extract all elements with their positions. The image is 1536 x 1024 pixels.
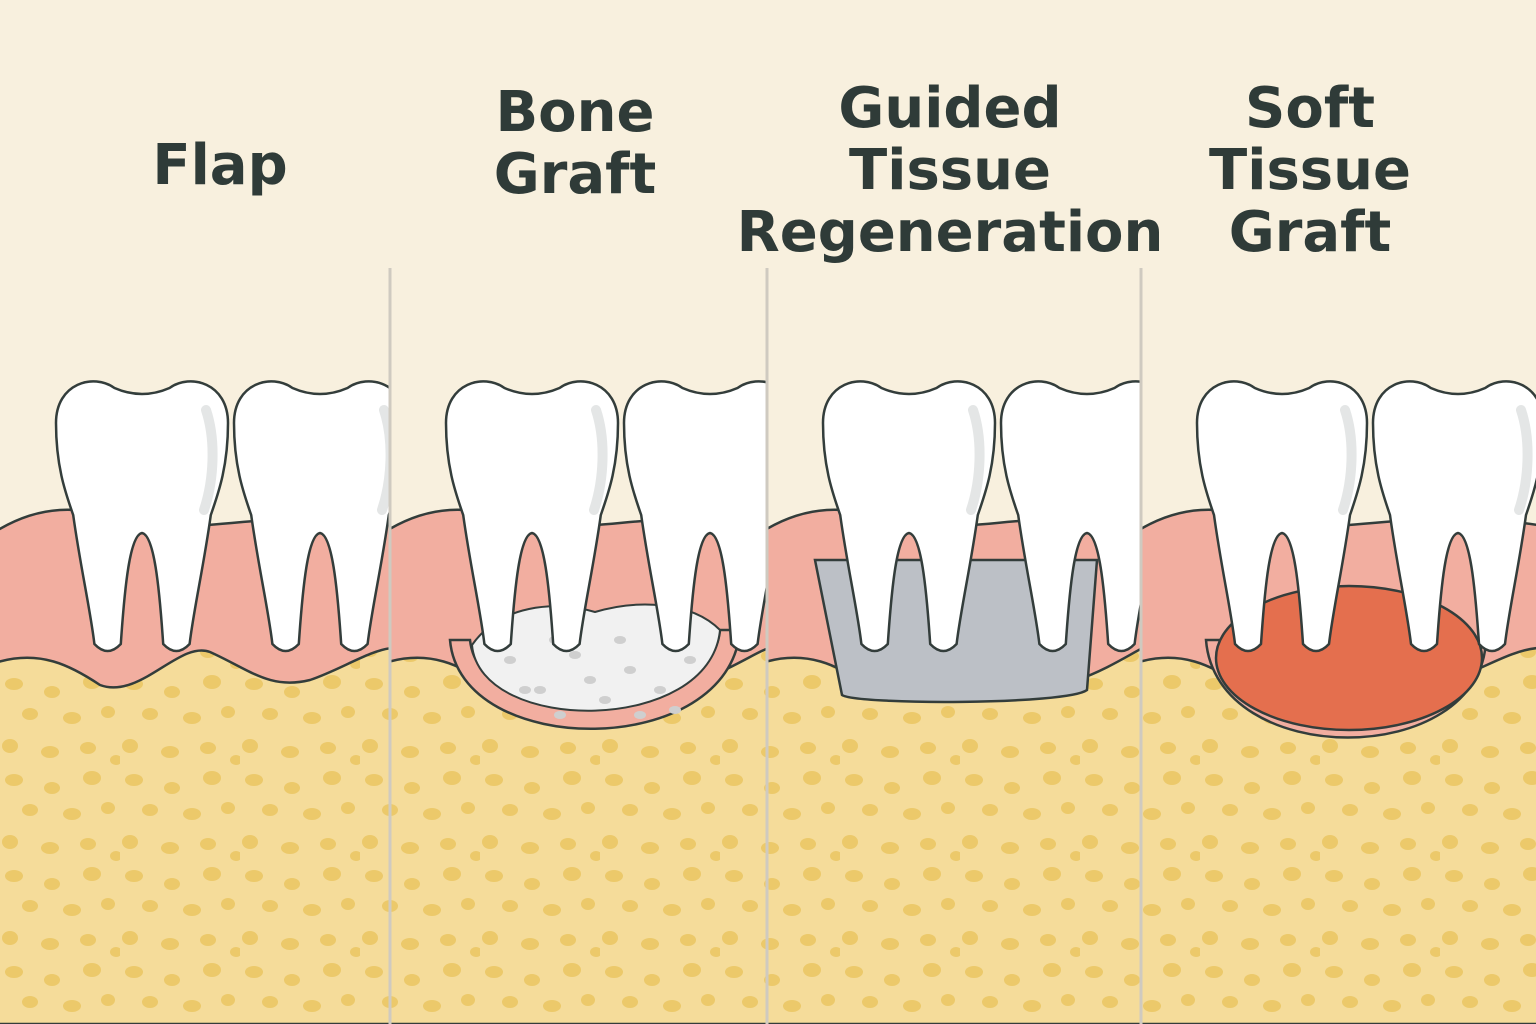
graft-particle	[569, 651, 581, 659]
graft-particle	[504, 656, 516, 664]
tooth-shading	[1338, 405, 1357, 515]
tooth-shading	[377, 405, 390, 515]
title-line: Tissue	[849, 138, 1051, 203]
tooth-shading	[199, 405, 218, 515]
graft-particle	[534, 686, 546, 694]
bone-graft-material	[470, 603, 722, 712]
title-line: Regeneration	[736, 200, 1164, 265]
graft-particle	[519, 686, 531, 694]
graft-particle	[599, 696, 611, 704]
title-soft-tissue-graft: Soft Tissue Graft	[1120, 78, 1500, 264]
title-line: Soft	[1245, 76, 1375, 141]
tooth-2	[1371, 380, 1536, 653]
bone	[0, 647, 390, 1024]
tooth-1	[821, 380, 997, 653]
panel-flap	[0, 380, 390, 1024]
panel-bone	[390, 380, 781, 1024]
title-bone-graft: Bone Graft	[385, 82, 765, 206]
title-line: Guided	[838, 76, 1062, 141]
tooth-2	[622, 380, 767, 653]
title-line: Bone	[495, 80, 655, 145]
tooth-shading	[772, 410, 781, 510]
tooth-1	[444, 380, 620, 653]
graft-particle	[684, 656, 696, 664]
tooth-1	[1195, 380, 1369, 653]
tooth-shading	[1149, 410, 1158, 510]
graft-particle	[584, 676, 596, 684]
graft-particle	[669, 706, 681, 714]
graft-particle	[614, 636, 626, 644]
panel-soft	[1141, 380, 1536, 1024]
graft-particle	[654, 686, 666, 694]
title-line: Graft	[493, 142, 657, 207]
tooth-2	[999, 380, 1141, 653]
title-line: Graft	[1228, 200, 1392, 265]
bone	[767, 647, 1141, 1024]
title-guided-tissue-regeneration: Guided Tissue Regeneration	[737, 76, 1164, 264]
graft-particle	[554, 711, 566, 719]
title-line: Tissue	[1209, 138, 1411, 203]
title-flap: Flap	[30, 135, 410, 197]
tooth-shading	[1514, 405, 1533, 515]
tooth-shading	[589, 405, 608, 515]
panel-gtr	[767, 380, 1158, 1024]
graft-particle	[624, 666, 636, 674]
tooth-shading	[966, 405, 985, 515]
graft-particle	[634, 711, 646, 719]
tooth-2	[232, 380, 390, 653]
title-line: Flap	[152, 133, 288, 198]
tooth-1	[54, 380, 230, 653]
